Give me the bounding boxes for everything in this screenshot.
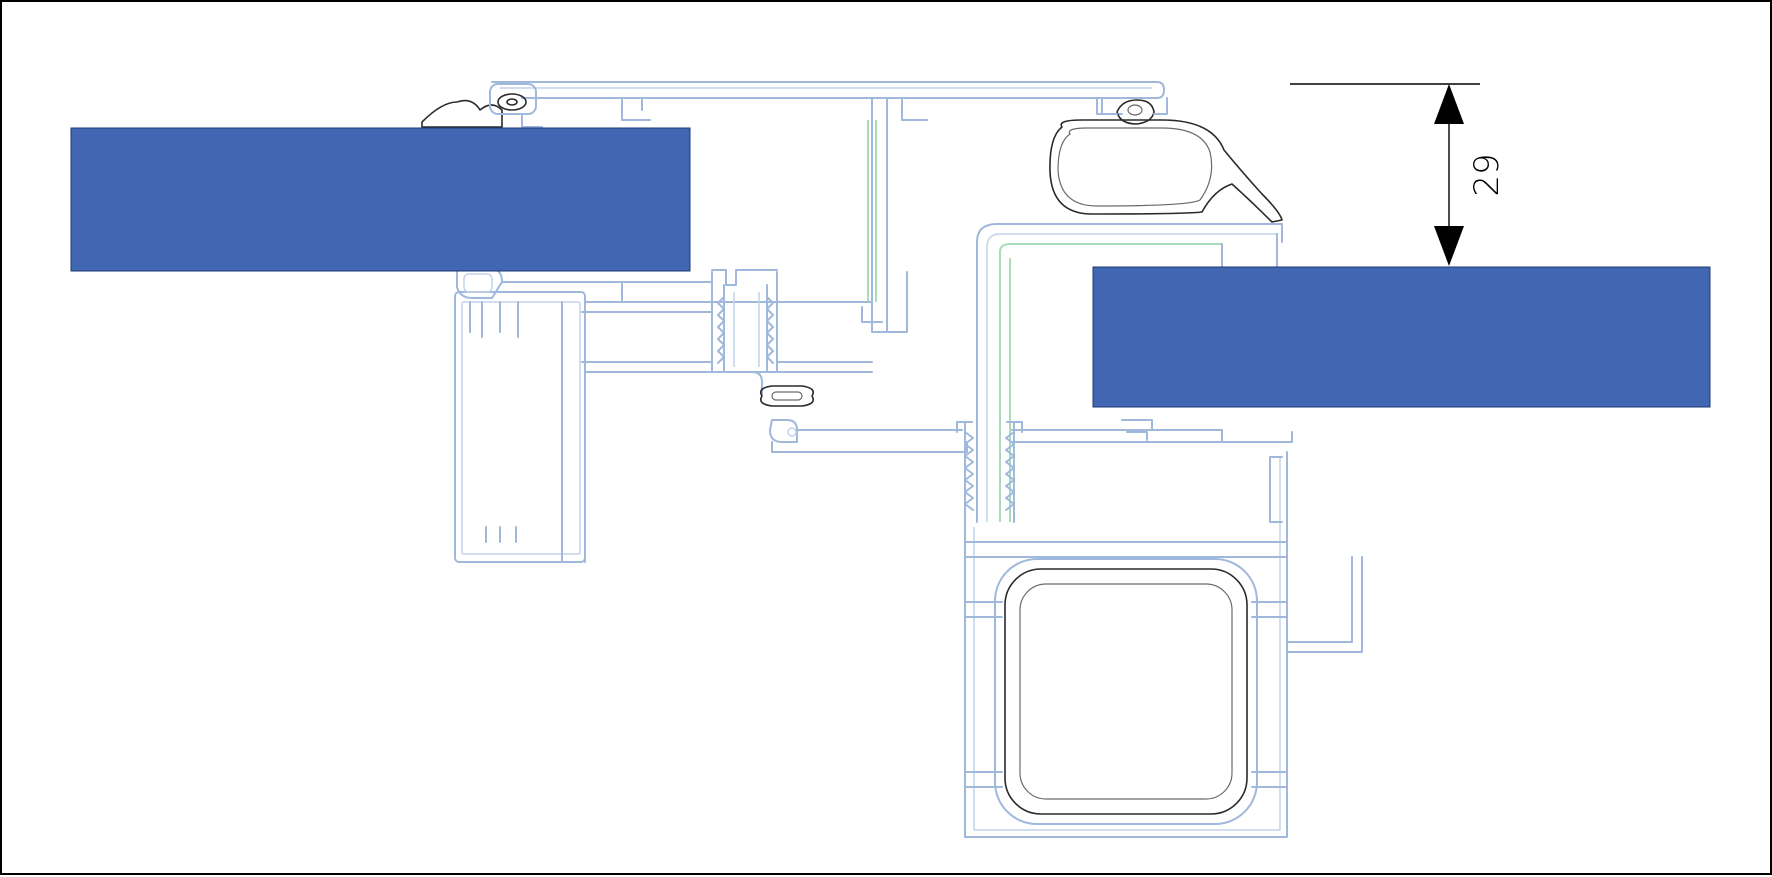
glass-pane-left bbox=[70, 127, 691, 272]
top-left-gasket bbox=[421, 83, 543, 128]
dimension-label: 29 bbox=[1467, 153, 1507, 196]
top-right-bulb-gasket bbox=[1049, 97, 1283, 223]
right-sash-profile bbox=[976, 223, 1283, 523]
serrated-connector-center bbox=[711, 269, 778, 373]
lower-bead-rail bbox=[769, 419, 1293, 453]
dimension-29: 29 bbox=[1290, 83, 1507, 266]
thermal-break-strip bbox=[867, 120, 877, 302]
dimension-arrow-top bbox=[1434, 84, 1464, 124]
left-frame-profile bbox=[454, 291, 586, 563]
serrated-connector-right bbox=[956, 421, 1023, 523]
dimension-arrow-bottom bbox=[1434, 226, 1464, 266]
lower-right-frame bbox=[964, 451, 1363, 838]
middle-gasket bbox=[759, 385, 815, 407]
reinforcement-tube bbox=[994, 558, 1258, 825]
glass-pane-right bbox=[1092, 266, 1711, 408]
middle-transom bbox=[456, 261, 908, 395]
